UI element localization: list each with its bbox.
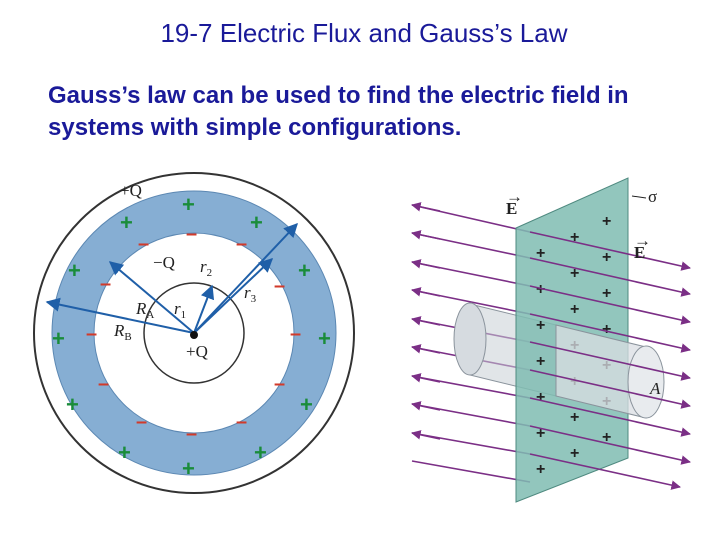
RA-label: RA bbox=[135, 299, 154, 321]
r2-arrow bbox=[193, 222, 298, 334]
plus-charge: + bbox=[318, 326, 331, 351]
svg-text:+: + bbox=[570, 445, 579, 462]
inner-surface-minus-charges: – – – – – – – – – – – – bbox=[86, 223, 301, 445]
slide-title: 19-7 Electric Flux and Gauss’s Law bbox=[160, 18, 568, 48]
svg-text:+: + bbox=[602, 249, 611, 266]
minus-charge: – bbox=[86, 323, 97, 345]
svg-text:+: + bbox=[570, 301, 579, 318]
field-vector-arrow-left: → bbox=[506, 187, 523, 206]
minus-charge: – bbox=[98, 373, 109, 395]
shell-inner-charge-label: −Q bbox=[153, 253, 175, 272]
svg-text:+: + bbox=[536, 425, 545, 442]
plus-charge: + bbox=[182, 192, 195, 217]
inner-gaussian-surface bbox=[143, 282, 245, 384]
r3-label: r3 bbox=[244, 283, 257, 305]
svg-text:+: + bbox=[570, 265, 579, 282]
svg-text:+: + bbox=[602, 285, 611, 302]
r1-arrow bbox=[193, 284, 215, 334]
plus-charge: + bbox=[118, 440, 131, 465]
RB-label: RB bbox=[113, 321, 132, 343]
svg-text:+: + bbox=[602, 429, 611, 446]
outer-charge-label: +Q bbox=[120, 181, 142, 200]
svg-text:+: + bbox=[536, 353, 545, 370]
plus-charge: + bbox=[300, 392, 313, 417]
minus-charge: – bbox=[290, 323, 301, 345]
field-lines-left-arrows bbox=[411, 202, 441, 440]
plus-charge: + bbox=[52, 326, 65, 351]
svg-text:+: + bbox=[536, 317, 545, 334]
minus-charge: – bbox=[236, 233, 247, 255]
field-lines-front bbox=[529, 231, 691, 490]
field-vector-arrow-right: → bbox=[634, 231, 651, 250]
sigma-leader-line bbox=[631, 195, 647, 199]
field-label-right: E bbox=[634, 243, 645, 262]
plus-charge: + bbox=[68, 258, 81, 283]
svg-text:+: + bbox=[536, 245, 545, 262]
plus-charge: + bbox=[298, 258, 311, 283]
svg-text:+: + bbox=[570, 409, 579, 426]
spherical-gauss-diagram: + + + + + + + + + + + + – – – – – – – – … bbox=[33, 172, 355, 494]
sigma-label: σ bbox=[648, 187, 657, 206]
minus-charge: – bbox=[138, 233, 149, 255]
svg-text:+: + bbox=[570, 229, 579, 246]
svg-text:+: + bbox=[536, 389, 545, 406]
slide-body-text: Gauss’s law can be used to find the elec… bbox=[48, 82, 629, 141]
plus-charge: + bbox=[250, 210, 263, 235]
cylinder-left-cap bbox=[453, 302, 487, 376]
svg-text:+: + bbox=[536, 461, 545, 478]
center-charge-label: +Q bbox=[186, 342, 208, 361]
field-label-left: E bbox=[506, 199, 517, 218]
minus-charge: – bbox=[186, 423, 197, 445]
plus-charge: + bbox=[66, 392, 79, 417]
area-label: A bbox=[649, 379, 661, 398]
minus-charge: – bbox=[136, 411, 147, 433]
rA-arrow bbox=[108, 261, 195, 334]
plus-charge: + bbox=[120, 210, 133, 235]
r2-label: r2 bbox=[200, 257, 212, 279]
svg-text:+: + bbox=[536, 281, 545, 298]
minus-charge: – bbox=[274, 275, 285, 297]
svg-text:+: + bbox=[602, 321, 611, 338]
plus-charge: + bbox=[254, 440, 267, 465]
rB-arrow bbox=[45, 297, 195, 334]
plus-charge: + bbox=[182, 456, 195, 481]
minus-charge: – bbox=[100, 273, 111, 295]
minus-charge: – bbox=[274, 373, 285, 395]
r1-label: r1 bbox=[174, 299, 186, 321]
minus-charge: – bbox=[186, 223, 197, 245]
svg-text:+: + bbox=[602, 213, 611, 230]
cylinder-right-cap bbox=[627, 345, 665, 419]
outer-surface-plus-charges: + + + + + + + + + + + + bbox=[52, 192, 331, 481]
center-point-charge bbox=[190, 331, 198, 339]
minus-charge: – bbox=[236, 411, 247, 433]
outer-gaussian-surface bbox=[33, 172, 355, 494]
plane-gauss-diagram: +++ +++ +++ +++ +++ +++ +++ bbox=[411, 177, 691, 503]
